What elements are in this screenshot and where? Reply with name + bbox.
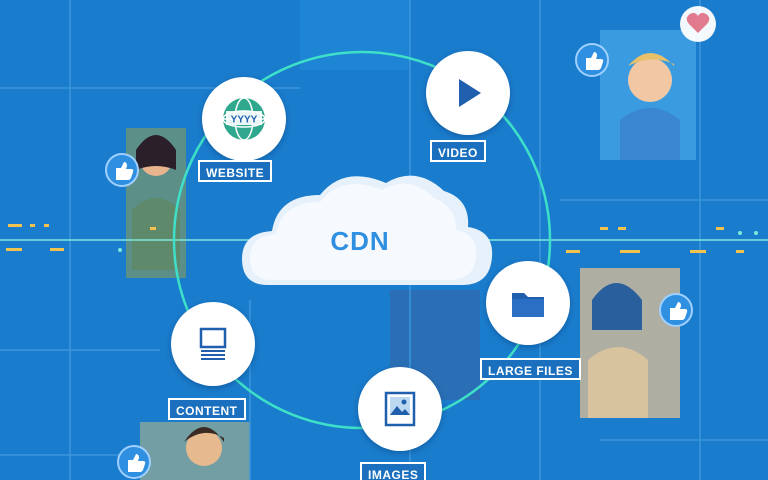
globe-icon: YYYY (222, 97, 266, 141)
website-node[interactable]: YYYY (202, 77, 286, 161)
large-files-node[interactable] (486, 261, 570, 345)
globe-text: YYYY (231, 115, 258, 126)
document-icon (199, 327, 227, 360)
content-node[interactable] (171, 302, 255, 386)
video-label: VIDEO (430, 140, 486, 162)
person-silhouette (588, 283, 648, 418)
person-silhouette (620, 53, 680, 160)
cdn-label: CDN (330, 226, 390, 256)
background-panel (300, 0, 410, 70)
person-silhouette (184, 427, 224, 466)
images-label: IMAGES (360, 462, 427, 480)
person-silhouette (132, 135, 180, 270)
image-icon (384, 391, 416, 427)
like-icon (659, 293, 693, 327)
video-node[interactable] (426, 51, 510, 135)
website-label: WEBSITE (198, 160, 273, 182)
data-dashes (6, 224, 744, 253)
content-label: CONTENT (168, 398, 246, 420)
like-icon (117, 445, 151, 479)
cdn-cloud (242, 175, 493, 285)
heart-icon (680, 6, 716, 42)
like-icon (575, 43, 609, 77)
large-files-label: LARGE FILES (480, 358, 581, 380)
images-node[interactable] (358, 367, 442, 451)
like-icon (105, 153, 139, 187)
data-dots (118, 231, 758, 252)
play-icon (459, 79, 481, 107)
folder-icon (512, 293, 544, 317)
